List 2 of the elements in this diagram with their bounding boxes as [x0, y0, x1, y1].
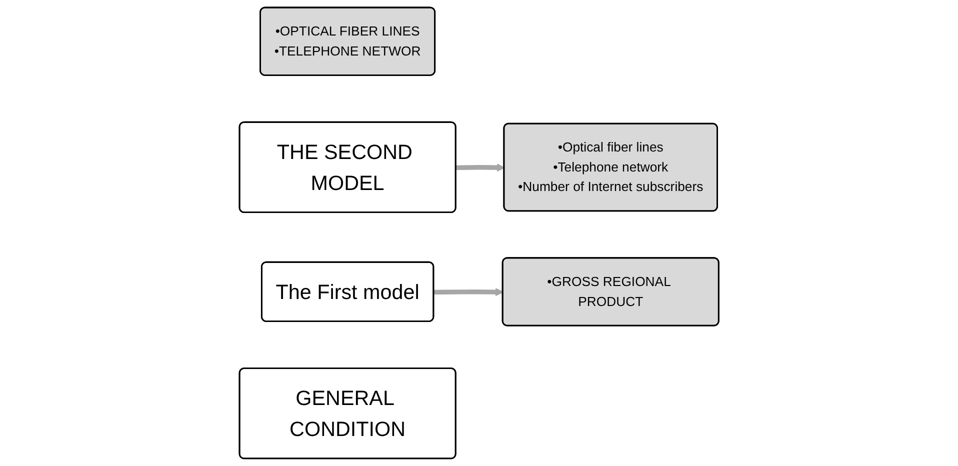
arrow [434, 288, 504, 296]
arrow [456, 163, 505, 172]
